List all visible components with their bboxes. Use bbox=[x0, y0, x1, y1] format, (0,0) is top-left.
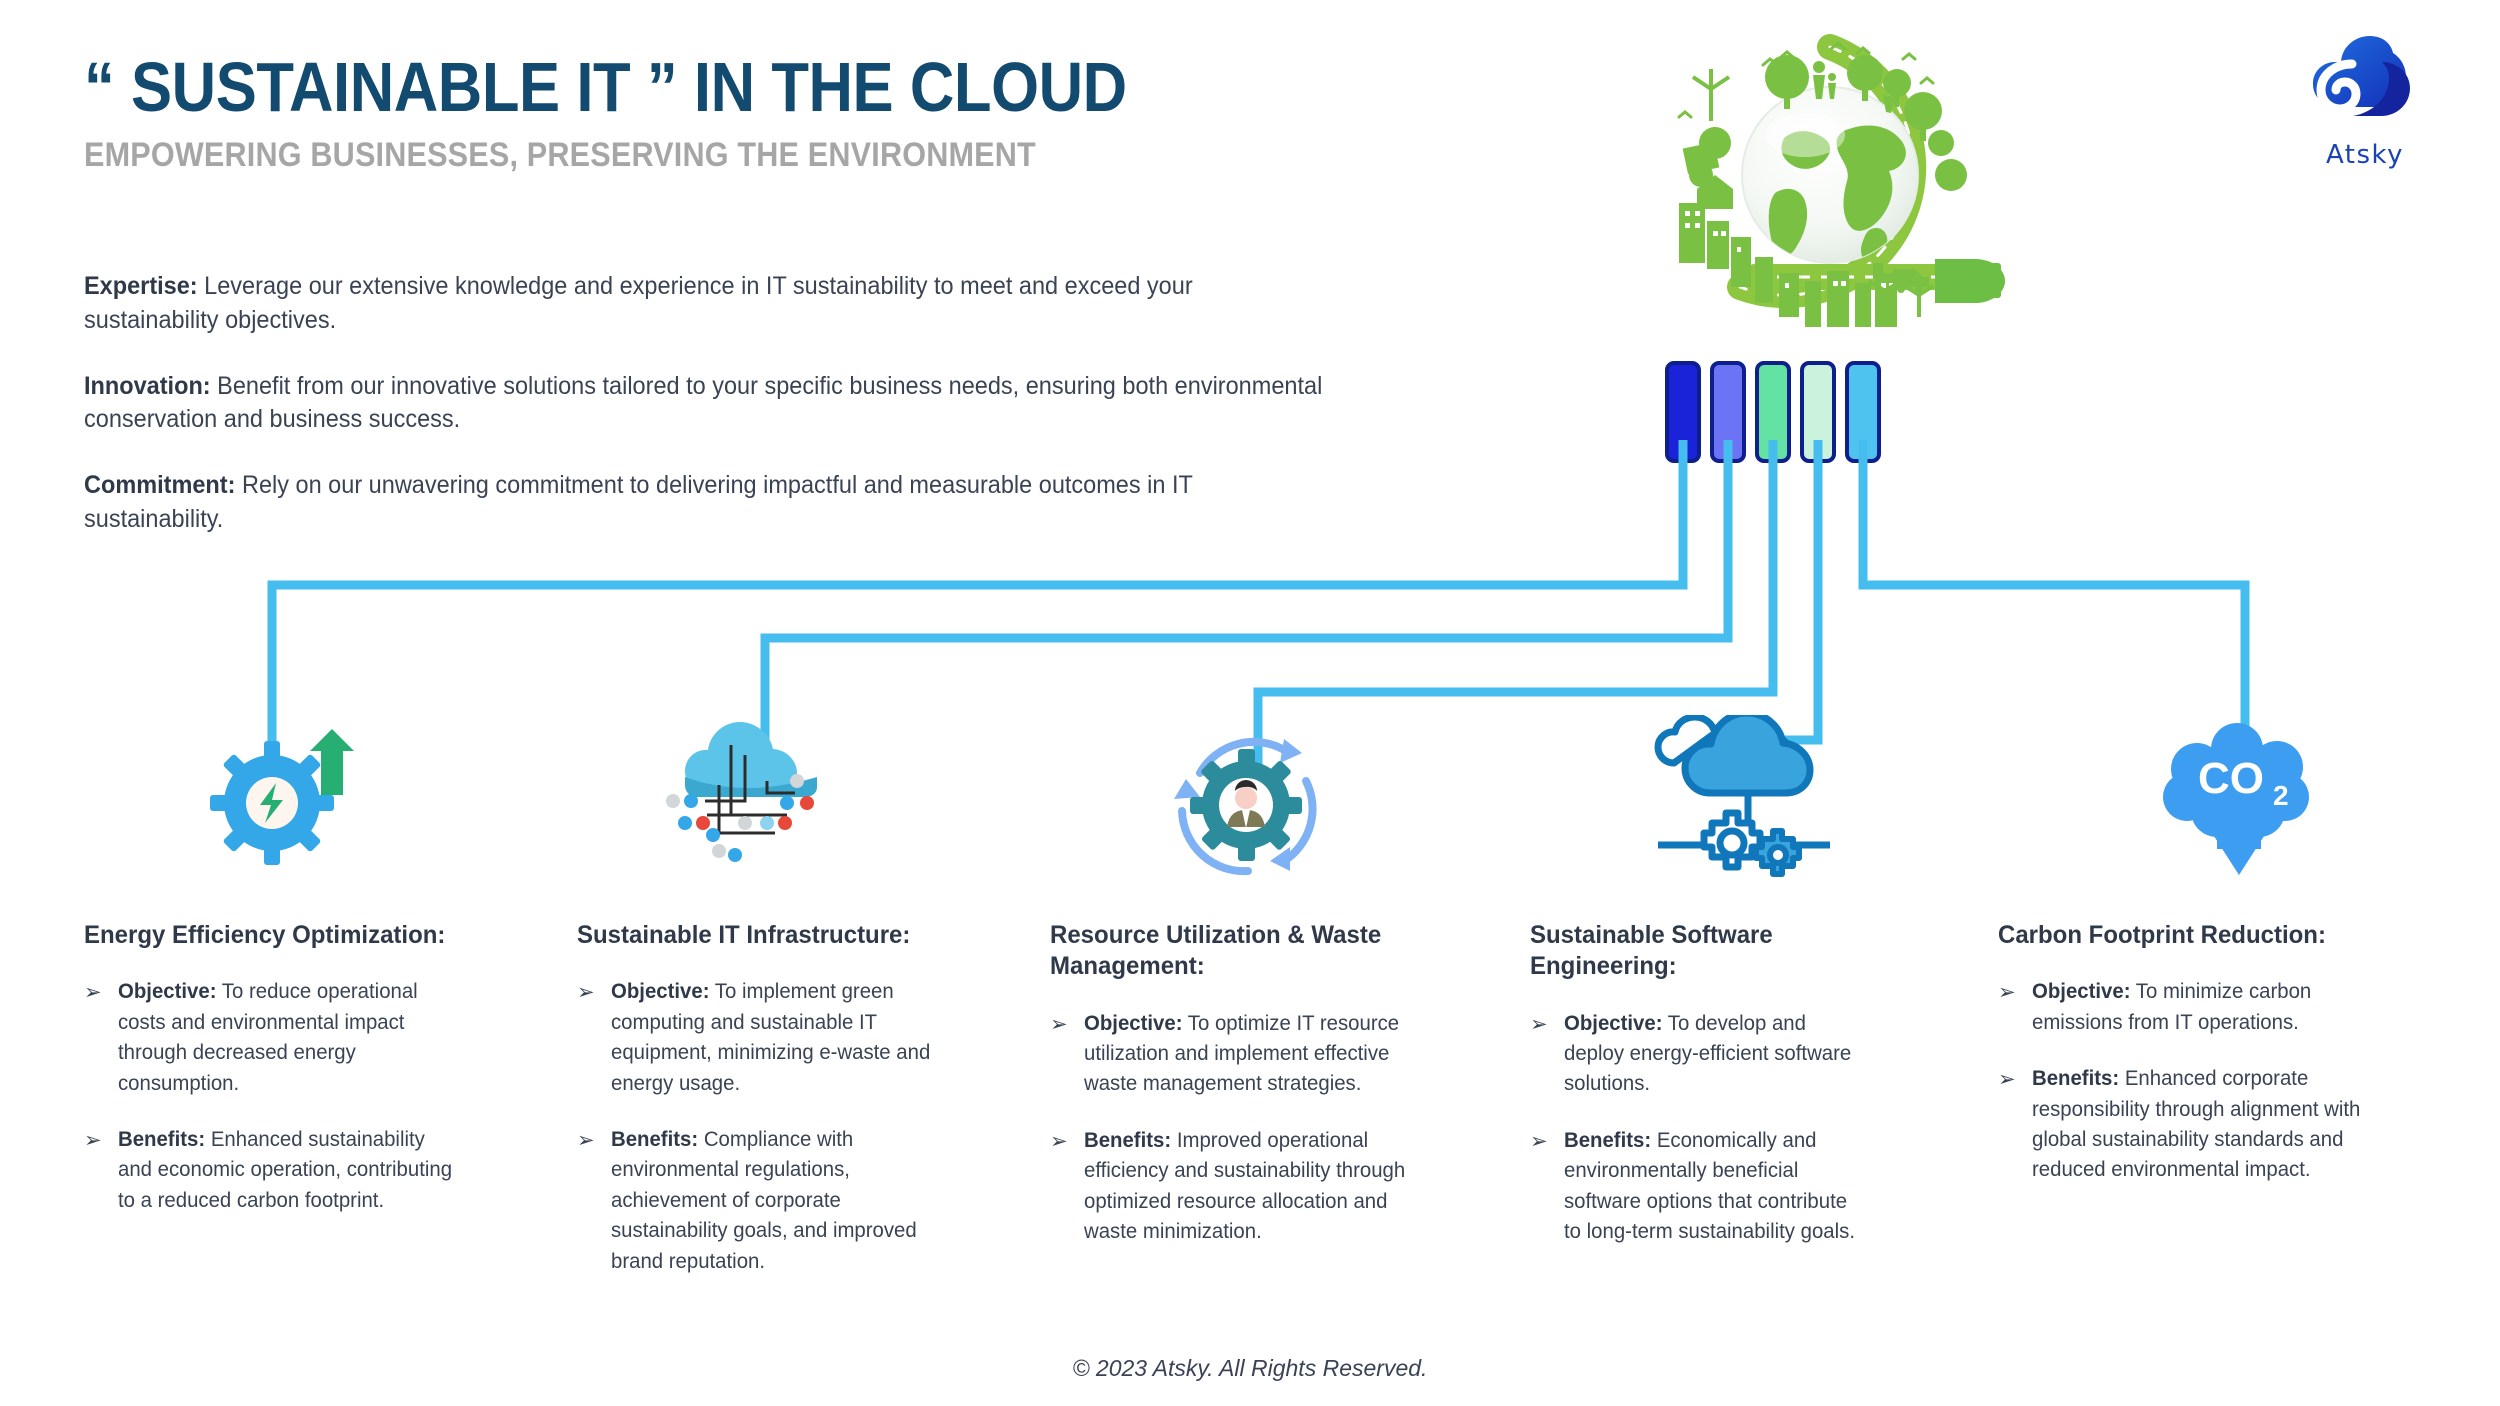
gear-person-recycle-icon bbox=[1138, 715, 1378, 885]
intro-paragraphs: Expertise: Leverage our extensive knowle… bbox=[84, 270, 1404, 569]
column-title: Resource Utilization & Waste Management: bbox=[1050, 921, 1382, 981]
page-subtitle: EMPOWERING BUSINESSES, PRESERVING THE EN… bbox=[84, 136, 1036, 174]
brand-name: Atsky bbox=[2325, 140, 2405, 170]
column-title: Energy Efficiency Optimization: bbox=[84, 921, 446, 949]
bullet-arrow-icon: ➢ bbox=[84, 1128, 102, 1152]
bullet-benefits: ➢ Benefits: Improved operational efficie… bbox=[1050, 1126, 1440, 1248]
page-header: “ SUSTAINABLE IT ” IN THE CLOUD EMPOWERI… bbox=[84, 52, 1584, 175]
bullet-label: Objective: bbox=[1084, 1011, 1183, 1035]
eco-globe-plug-icon bbox=[1635, 25, 2025, 355]
bullet-arrow-icon: ➢ bbox=[577, 1128, 595, 1152]
bullet-benefits: ➢ Benefits: Economically and environment… bbox=[1530, 1126, 1870, 1248]
column-title: Sustainable Software Engineering: bbox=[1530, 921, 1773, 981]
footer-copyright: © 2023 Atsky. All Rights Reserved. bbox=[1072, 1355, 1428, 1381]
column-title: Carbon Footprint Reduction: bbox=[1998, 921, 2326, 949]
bullet-body: Enhanced corporate responsibility throug… bbox=[2032, 1067, 2361, 1182]
bullet-objective: ➢ Objective: To implement green computin… bbox=[577, 977, 967, 1099]
bullet-label: Objective: bbox=[118, 980, 217, 1004]
cloud-swirl-icon bbox=[2312, 36, 2410, 116]
cloud-circuit-icon bbox=[645, 715, 885, 885]
bullet-label: Objective: bbox=[611, 980, 710, 1004]
intro-text-commitment: Rely on our unwavering commitment to del… bbox=[84, 471, 1193, 533]
brand-logo[interactable]: Atsky bbox=[2280, 28, 2450, 188]
bullet-arrow-icon: ➢ bbox=[577, 980, 595, 1005]
cloud-gears-icon bbox=[1632, 715, 1872, 885]
bullet-body: To reduce operational costs and environm… bbox=[118, 980, 418, 1095]
intro-label-innovation: Innovation: bbox=[84, 371, 211, 400]
bullet-body: To implement green computing and sustain… bbox=[611, 980, 931, 1095]
bullet-arrow-icon: ➢ bbox=[1050, 1128, 1068, 1153]
column-it-infrastructure: Sustainable IT Infrastructure: ➢ Objecti… bbox=[577, 920, 967, 1303]
bullet-label: Benefits: bbox=[1084, 1128, 1172, 1152]
bullet-objective: ➢ Objective: To reduce operational costs… bbox=[84, 977, 474, 1099]
bullet-arrow-icon: ➢ bbox=[1998, 980, 2016, 1005]
bullet-label: Benefits: bbox=[118, 1128, 206, 1151]
bullet-arrow-icon: ➢ bbox=[1530, 1128, 1548, 1153]
co2-label: CO bbox=[2198, 754, 2264, 803]
bullet-body: To minimize carbon emissions from IT ope… bbox=[2032, 980, 2312, 1034]
bullet-label: Objective: bbox=[1564, 1011, 1663, 1035]
bullet-objective: ➢ Objective: To minimize carbon emission… bbox=[1998, 977, 2398, 1038]
intro-text-innovation: Benefit from our innovative solutions ta… bbox=[84, 371, 1323, 434]
co2-subscript: 2 bbox=[2273, 780, 2289, 811]
intro-paragraph-innovation: Innovation: Benefit from our innovative … bbox=[84, 370, 1325, 438]
bullet-label: Objective: bbox=[2032, 980, 2131, 1004]
intro-paragraph-commitment: Commitment: Rely on our unwavering commi… bbox=[84, 469, 1325, 537]
pill-bar-5 bbox=[1845, 361, 1881, 463]
bullet-benefits: ➢ Benefits: Enhanced corporate responsib… bbox=[1998, 1064, 2398, 1186]
bullet-objective: ➢ Objective: To develop and deploy energ… bbox=[1530, 1009, 1870, 1100]
bullet-label: Benefits: bbox=[1564, 1128, 1652, 1152]
intro-paragraph-expertise: Expertise: Leverage our extensive knowle… bbox=[84, 270, 1325, 338]
intro-label-commitment: Commitment: bbox=[84, 471, 236, 499]
gear-lightning-arrow-icon bbox=[152, 715, 392, 885]
bullet-body: Improved operational efficiency and sust… bbox=[1084, 1128, 1406, 1244]
column-software-engineering: Sustainable Software Engineering: ➢ Obje… bbox=[1530, 920, 1870, 1274]
bullet-arrow-icon: ➢ bbox=[84, 980, 102, 1005]
column-title: Sustainable IT Infrastructure: bbox=[577, 921, 911, 949]
page-title: “ SUSTAINABLE IT ” IN THE CLOUD bbox=[84, 48, 1127, 126]
bullet-benefits: ➢ Benefits: Enhanced sustainability and … bbox=[84, 1125, 474, 1216]
intro-text-expertise: Leverage our extensive knowledge and exp… bbox=[84, 272, 1193, 334]
co2-cloud-down-arrow-icon: CO 2 bbox=[2125, 715, 2365, 885]
bullet-objective: ➢ Objective: To optimize IT resource uti… bbox=[1050, 1009, 1440, 1100]
bullet-arrow-icon: ➢ bbox=[1530, 1011, 1548, 1036]
bullet-body: To optimize IT resource utilization and … bbox=[1084, 1011, 1400, 1096]
bullet-body: Compliance with environmental regulation… bbox=[611, 1128, 917, 1273]
column-resource-utilization: Resource Utilization & Waste Management:… bbox=[1050, 920, 1440, 1274]
bullet-label: Benefits: bbox=[611, 1128, 699, 1151]
bullet-body: Enhanced sustainability and economic ope… bbox=[118, 1128, 453, 1212]
column-carbon-footprint: Carbon Footprint Reduction: ➢ Objective:… bbox=[1998, 920, 2398, 1212]
column-energy-efficiency: Energy Efficiency Optimization: ➢ Object… bbox=[84, 920, 474, 1242]
intro-label-expertise: Expertise: bbox=[84, 272, 198, 300]
bullet-benefits: ➢ Benefits: Compliance with environmenta… bbox=[577, 1125, 967, 1277]
bullet-label: Benefits: bbox=[2032, 1067, 2120, 1091]
bullet-arrow-icon: ➢ bbox=[1998, 1067, 2016, 1092]
bullet-body: Economically and environmentally benefic… bbox=[1564, 1128, 1855, 1244]
bullet-body: To develop and deploy energy-efficient s… bbox=[1564, 1011, 1852, 1096]
bullet-arrow-icon: ➢ bbox=[1050, 1011, 1068, 1036]
